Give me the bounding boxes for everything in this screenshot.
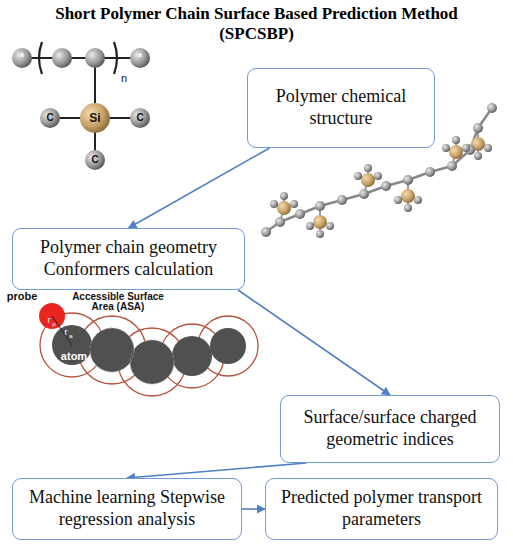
asa-sketch: [39, 303, 258, 396]
atom-label: C: [136, 113, 143, 123]
end-group: *: [138, 53, 142, 63]
box-text: Polymer chemical structure: [258, 86, 424, 129]
flow-arrow: [127, 463, 306, 478]
atom-label: Si: [89, 112, 100, 124]
atom-label: atom: [61, 351, 87, 362]
radius-subscript: p: [52, 321, 55, 327]
atom-spheres: [12, 48, 150, 170]
radius-symbol: r: [48, 316, 51, 325]
process-box: Polymer chemical structure: [247, 68, 435, 148]
diagram-title: Short Polymer Chain Surface Based Predic…: [30, 4, 483, 45]
flow-arrow: [242, 508, 265, 510]
radius-symbol: r: [65, 328, 68, 337]
box-text: Machine learning Stepwise regression ana…: [23, 487, 231, 530]
probe-label: probe: [7, 291, 38, 302]
box-text: Surface/surface charged geometric indice…: [291, 407, 489, 450]
flow-arrow: [238, 290, 390, 395]
process-box: Predicted polymer transport parameters: [265, 478, 498, 540]
box-text: Polymer chain geometry Conformers calcul…: [23, 237, 234, 280]
process-box: Machine learning Stepwise regression ana…: [12, 478, 242, 540]
radius-subscript: a: [69, 333, 72, 339]
box-text: Predicted polymer transport parameters: [276, 487, 487, 530]
repeat-index: n: [121, 73, 127, 84]
atom-label: C: [46, 113, 53, 123]
asa-label: Accessible Surface Area (ASA): [63, 292, 173, 312]
process-box: Polymer chain geometry Conformers calcul…: [12, 228, 245, 290]
flow-arrow: [129, 148, 270, 228]
process-box: Surface/surface charged geometric indice…: [280, 395, 500, 463]
chemical-structure: [22, 42, 140, 160]
atom-label: C: [91, 155, 98, 165]
end-group: *: [20, 53, 24, 63]
